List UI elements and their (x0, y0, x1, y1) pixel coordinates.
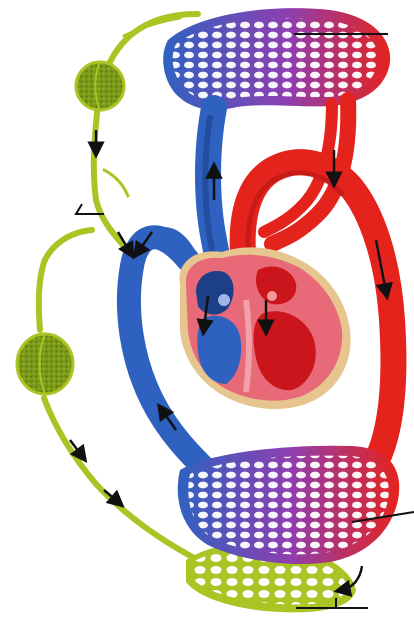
heart (179, 247, 350, 409)
lymph-vessel-spur (104, 170, 128, 196)
systemic-capillary-network (178, 446, 399, 564)
right-atrium (196, 271, 234, 315)
lymph-node-upper (76, 62, 124, 110)
pulmonary-capillary-network (163, 8, 390, 110)
lymph-vessel-branch (39, 230, 92, 330)
lymph-vessel-upper (94, 104, 132, 256)
lymph-node-lower (17, 334, 73, 394)
